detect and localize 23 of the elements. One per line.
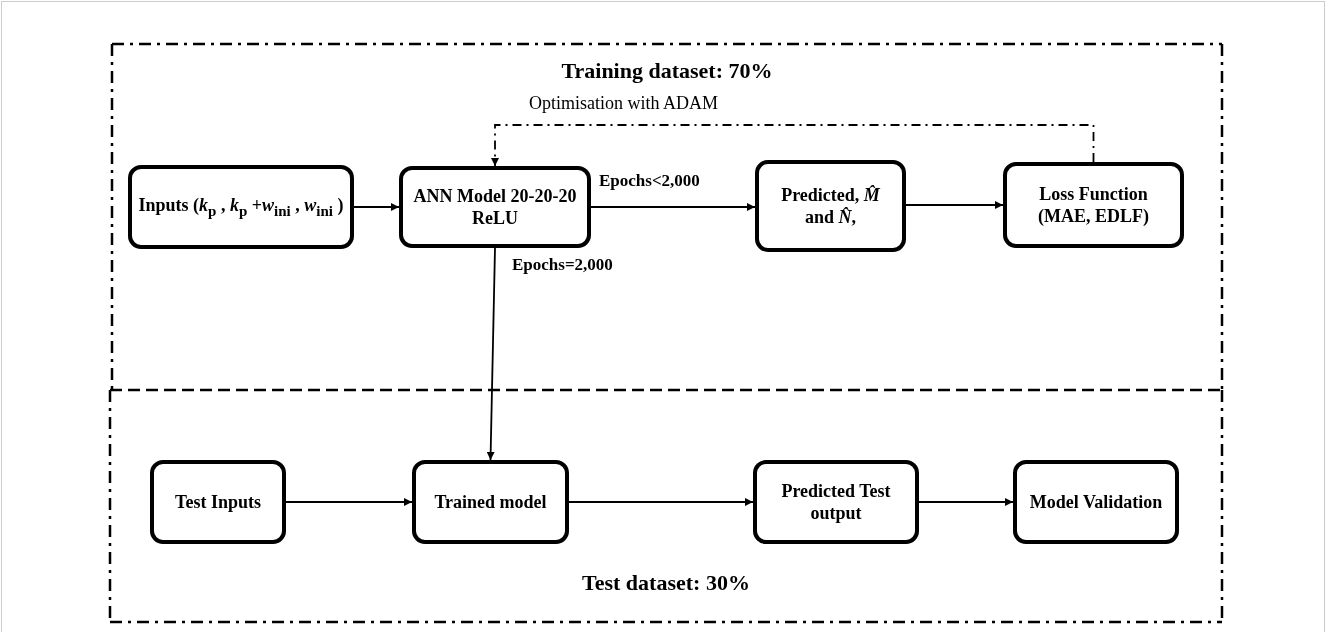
arrow: [353, 203, 400, 211]
arrow: [486, 247, 496, 461]
process-box: Inputs (k$_{p}$ , k$_{p}$ +w$_{ini}$ , w$_{ini}$ ): [128, 165, 354, 249]
process-box: Predicted, M̂ and N̂,: [755, 160, 906, 252]
process-box: ANN Model 20-20-20 ReLU: [399, 166, 591, 248]
edge-label: Optimisation with ADAM: [527, 94, 720, 114]
process-box: Test Inputs: [150, 460, 286, 544]
edge-label: Epochs=2,000: [510, 256, 615, 275]
region-title: Training dataset: 70%: [561, 58, 773, 84]
region-title: Test dataset: 30%: [582, 570, 750, 596]
edge-label: Epochs<2,000: [597, 172, 702, 191]
arrow: [285, 498, 413, 506]
arrow: [590, 203, 756, 211]
arrow: [568, 498, 754, 506]
process-box: Loss Function (MAE, EDLF): [1003, 162, 1184, 248]
feedback-arrow: [491, 124, 1095, 167]
arrow: [918, 498, 1014, 506]
arrow: [905, 201, 1004, 209]
process-box: Trained model: [412, 460, 569, 544]
training-region: [112, 44, 1222, 390]
process-box: Model Validation: [1013, 460, 1179, 544]
process-box: Predicted Test output: [753, 460, 919, 544]
test-region: [110, 390, 1222, 622]
